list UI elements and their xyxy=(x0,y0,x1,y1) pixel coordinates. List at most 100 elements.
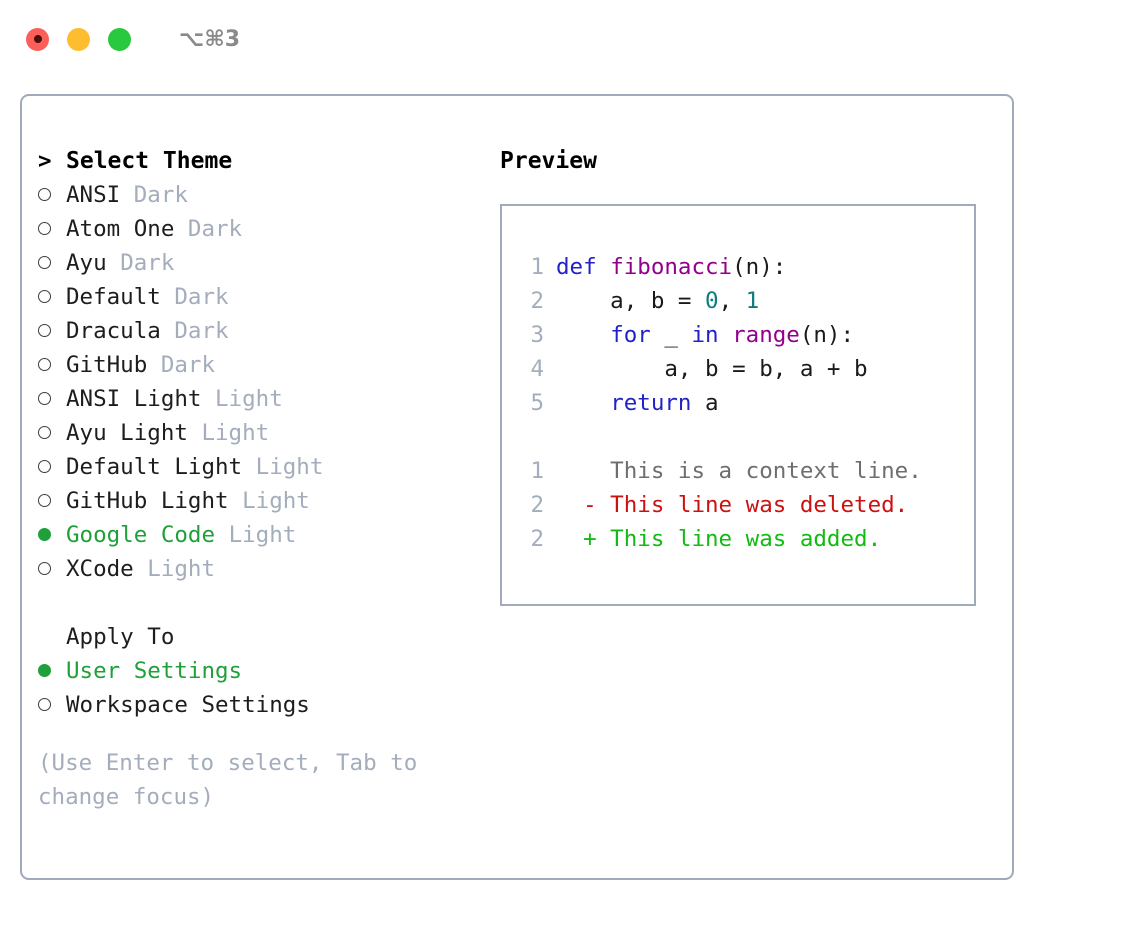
radio-selected-icon[interactable] xyxy=(38,654,66,688)
diff-line: 2 + This line was added. xyxy=(518,522,974,556)
theme-variant-label: Dark xyxy=(133,182,188,208)
keyboard-shortcut-label: ⌥⌘3 xyxy=(179,26,241,52)
code-token: (n): xyxy=(799,322,855,348)
code-line: 2 a, b = 0, 1 xyxy=(518,284,974,318)
theme-list-item[interactable]: XCode Light xyxy=(38,552,488,586)
radio-unselected-icon[interactable] xyxy=(38,688,66,722)
line-number: 2 xyxy=(530,526,544,552)
radio-unselected-icon[interactable] xyxy=(38,484,66,518)
theme-variant-label: Light xyxy=(228,522,297,548)
theme-list-item[interactable]: ANSI Light Light xyxy=(38,382,488,416)
radio-unselected-icon[interactable] xyxy=(38,416,66,450)
theme-list-item[interactable]: Default Dark xyxy=(38,280,488,314)
radio-dot-icon xyxy=(38,392,51,405)
theme-list-item[interactable]: Ayu Dark xyxy=(38,246,488,280)
theme-variant-label: Dark xyxy=(160,352,216,378)
theme-list-item[interactable]: GitHub Light Light xyxy=(38,484,488,518)
traffic-lights xyxy=(26,27,131,51)
theme-variant-label: Dark xyxy=(174,284,229,310)
theme-name-label: Atom One xyxy=(66,216,175,242)
radio-dot-icon xyxy=(38,222,51,235)
radio-unselected-icon[interactable] xyxy=(38,280,66,314)
code-token: return xyxy=(610,390,692,416)
code-token: a, b = xyxy=(556,288,706,314)
radio-unselected-icon[interactable] xyxy=(38,382,66,416)
radio-unselected-icon[interactable] xyxy=(38,212,66,246)
maximize-button-icon[interactable] xyxy=(108,27,131,51)
keyboard-hint: (Use Enter to select, Tab to change focu… xyxy=(38,750,418,810)
theme-name-label: Default Light xyxy=(66,454,243,480)
theme-variant-label: Dark xyxy=(120,250,175,276)
theme-picker-title: Select Theme xyxy=(66,148,233,174)
apply-to-label: User Settings xyxy=(66,658,243,684)
diff-sign: + xyxy=(556,526,597,552)
radio-dot-icon xyxy=(38,256,51,269)
preview-title: Preview xyxy=(500,148,597,174)
radio-unselected-icon[interactable] xyxy=(38,314,66,348)
radio-dot-icon xyxy=(38,358,51,371)
theme-name-label: Google Code xyxy=(66,522,216,548)
diff-line: 1 This is a context line. xyxy=(518,454,974,488)
radio-unselected-icon[interactable] xyxy=(38,450,66,484)
code-token: for xyxy=(610,322,651,348)
radio-dot-icon xyxy=(38,426,51,439)
line-number: 1 xyxy=(530,254,544,280)
code-line: 3 for _ in range(n): xyxy=(518,318,974,352)
code-token: (n): xyxy=(732,254,787,280)
code-token: def xyxy=(556,254,611,280)
theme-variant-label: Light xyxy=(215,386,283,412)
close-button-icon[interactable] xyxy=(26,27,49,51)
theme-variant-label: Dark xyxy=(187,216,243,242)
radio-unselected-icon[interactable] xyxy=(38,552,66,586)
radio-dot-icon xyxy=(38,664,51,677)
apply-to-header: Apply To xyxy=(38,620,488,654)
apply-to-option[interactable]: Workspace Settings xyxy=(38,688,488,722)
diff-text: This line was added. xyxy=(596,526,882,552)
theme-list-item[interactable]: Google Code Light xyxy=(38,518,488,552)
minimize-button-icon[interactable] xyxy=(67,27,90,51)
radio-unselected-icon[interactable] xyxy=(38,246,66,280)
radio-dot-icon xyxy=(38,562,51,575)
diff-line: 2 - This line was deleted. xyxy=(518,488,974,522)
theme-list-item[interactable]: Atom One Dark xyxy=(38,212,488,246)
theme-name-label: Ayu xyxy=(66,250,107,276)
code-token: _ xyxy=(650,322,692,348)
code-token: range xyxy=(732,322,800,348)
radio-selected-icon[interactable] xyxy=(38,518,66,552)
theme-list-item[interactable]: Ayu Light Light xyxy=(38,416,488,450)
code-line: 5 return a xyxy=(518,386,974,420)
code-token: a, b = b, a + b xyxy=(556,356,868,382)
theme-list-item[interactable]: Default Light Light xyxy=(38,450,488,484)
line-number: 5 xyxy=(530,390,544,416)
theme-name-label: Dracula xyxy=(66,318,161,344)
theme-name-label: Ayu Light xyxy=(66,420,188,446)
theme-name-label: ANSI xyxy=(66,182,121,208)
radio-unselected-icon[interactable] xyxy=(38,348,66,382)
radio-dot-icon xyxy=(38,188,51,201)
code-token: in xyxy=(691,322,719,348)
spacer xyxy=(518,420,974,454)
theme-name-label: ANSI Light xyxy=(66,386,202,412)
theme-list-item[interactable]: ANSI Dark xyxy=(38,178,488,212)
radio-unselected-icon[interactable] xyxy=(38,178,66,212)
apply-to-option[interactable]: User Settings xyxy=(38,654,488,688)
diff-sign xyxy=(556,458,597,484)
radio-dot-icon xyxy=(38,698,51,711)
theme-list-item[interactable]: Dracula Dark xyxy=(38,314,488,348)
recording-dot-icon xyxy=(33,35,42,43)
apply-to-label: Workspace Settings xyxy=(66,692,310,718)
line-number: 1 xyxy=(530,458,544,484)
diff-text: This line was deleted. xyxy=(596,492,909,518)
theme-name-label: XCode xyxy=(66,556,134,582)
theme-variant-label: Light xyxy=(147,556,216,582)
theme-variant-label: Light xyxy=(201,420,270,446)
theme-list-item[interactable]: GitHub Dark xyxy=(38,348,488,382)
line-number: 4 xyxy=(530,356,544,382)
